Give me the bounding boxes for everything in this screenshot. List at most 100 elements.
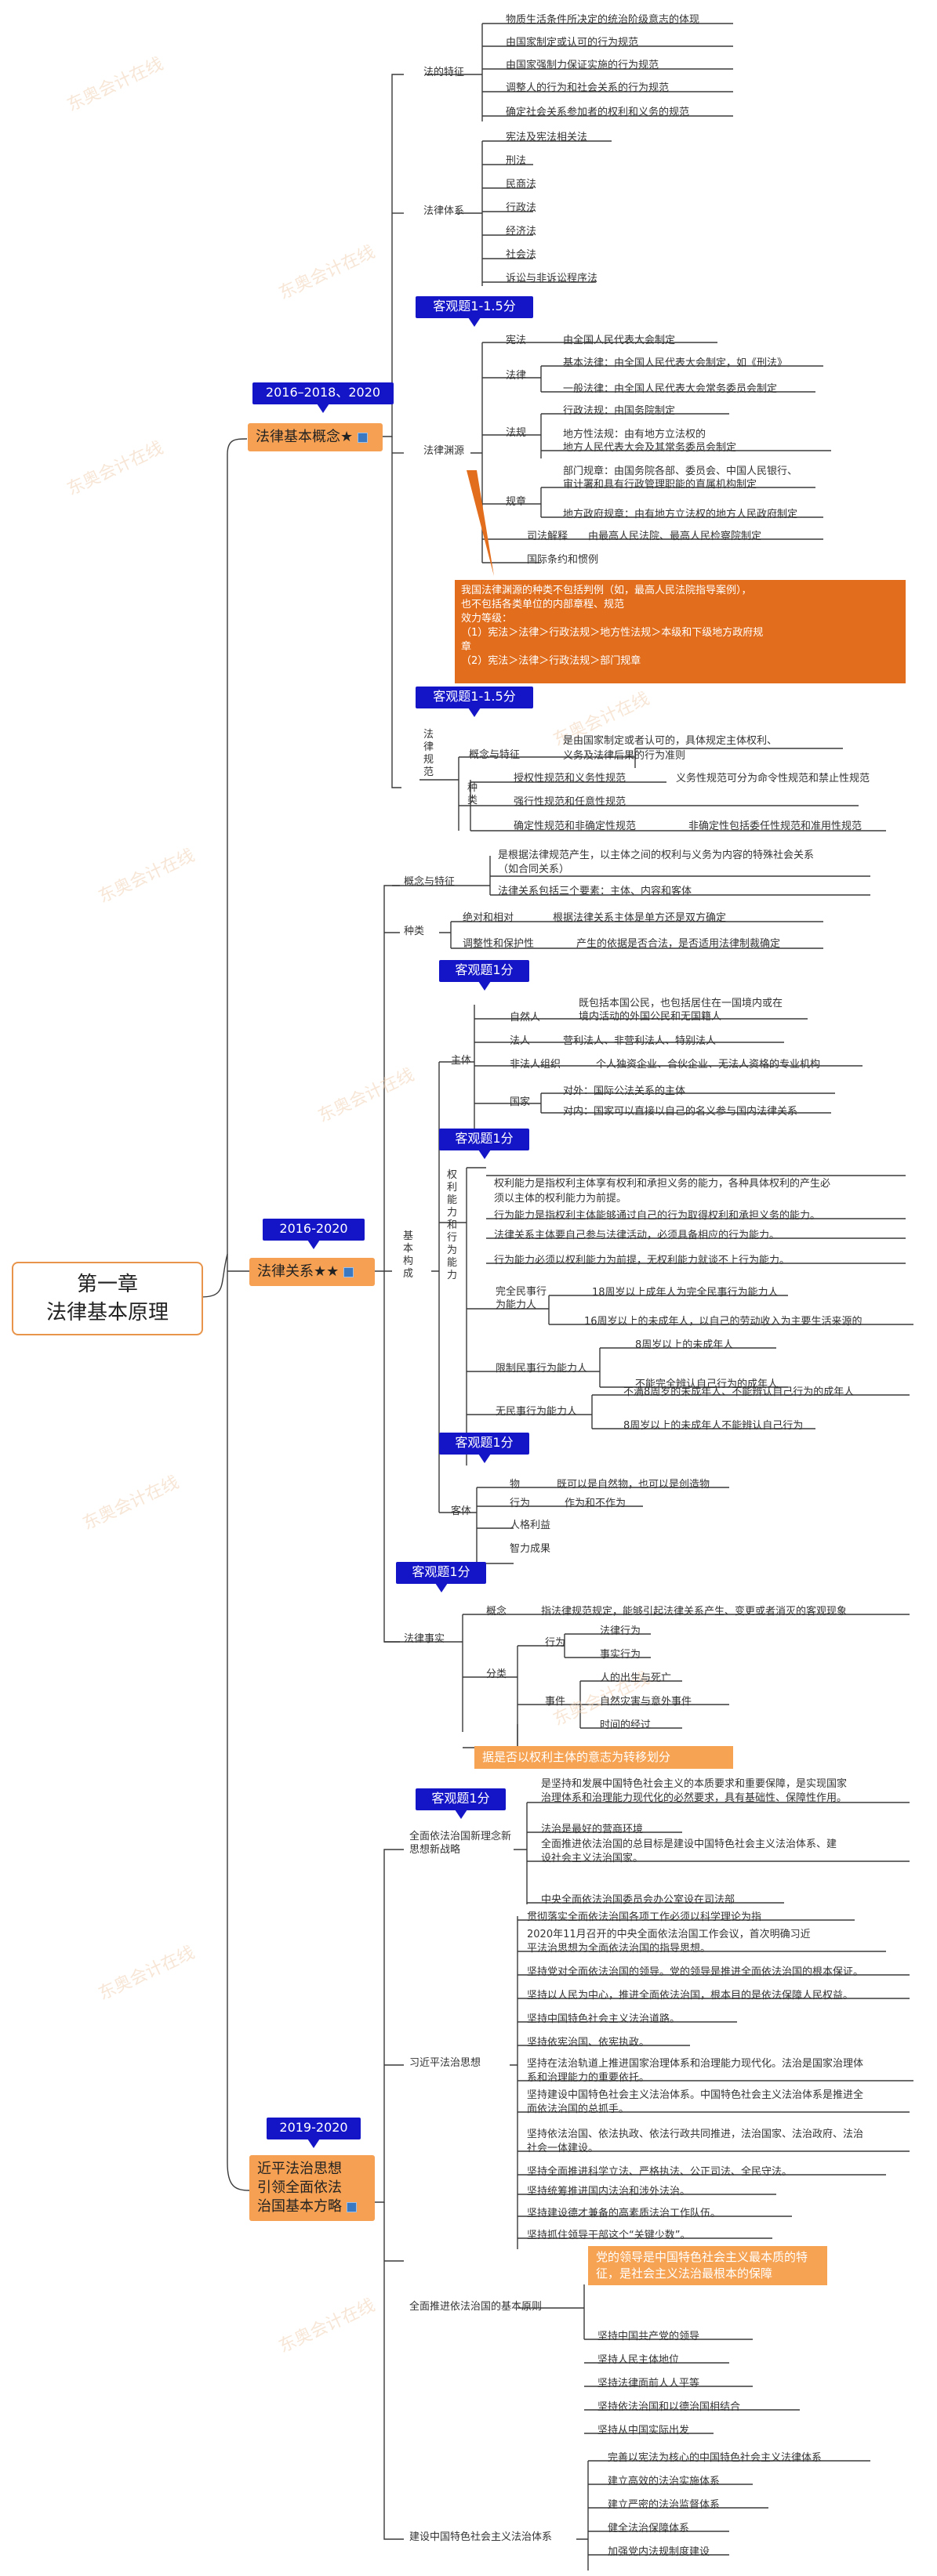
leaf: 调整人的行为和社会关系的行为规范 — [506, 82, 670, 94]
leaf: 限制民事行为能力人 — [496, 1363, 588, 1375]
score-tag: 客观题1分 — [396, 1562, 486, 1592]
leaf: 宪法 — [506, 335, 527, 346]
leaf: 部门规章：由国务院各部、委员会、中国人民银行、 — [563, 466, 798, 477]
note-line: 征，是社会主义法治最根本的保障 — [596, 2266, 773, 2281]
leaf: 是由国家制定或者认可的，具体规定主体权利、 — [563, 735, 778, 747]
leaf: 对外：国际公法关系的主体 — [563, 1085, 686, 1097]
leaf: 坚持统筹推进国内法治和涉外法治。 — [527, 2186, 691, 2197]
leaf: 境内活动的外国公民和无国籍人 — [579, 1011, 722, 1023]
leaf: 是坚持和发展中国特色社会主义的本质要求和重要保障，是实现国家 — [541, 1778, 848, 1790]
leaf: 全面推进依法治国的总目标是建设中国特色社会主义法治体系、建 — [541, 1839, 837, 1850]
branch-legal-relation[interactable]: 法律关系★★ — [249, 1258, 375, 1286]
node-legal-norm: 法律规范 — [423, 729, 434, 778]
score-tag: 客观题1分 — [439, 1129, 529, 1159]
leaf: 调整性和保护性 — [463, 938, 535, 950]
leaf: 概念与特征 — [469, 749, 521, 761]
node-capacity: 权利能力和行为能力 — [447, 1169, 458, 1281]
leaf: 既可以是自然物，也可以是创造物 — [557, 1479, 710, 1491]
leaf: 分类 — [486, 1668, 507, 1680]
leaf: 坚持人民主体地位 — [597, 2354, 680, 2366]
branch-label: 治国基本方略 — [257, 2198, 342, 2215]
leaf: 诉讼与非诉讼程序法 — [506, 273, 598, 284]
leaf: 物 — [510, 1479, 521, 1491]
score-tag: 客观题1分 — [439, 1433, 529, 1463]
note-line: 章 — [461, 641, 472, 653]
leaf: 物质生活条件所决定的统治阶级意志的体现 — [506, 14, 700, 26]
node-xi-thought: 习近平法治思想 — [409, 2057, 481, 2069]
leaf: 行政法 — [506, 202, 537, 214]
leaf: 事实行为 — [600, 1649, 641, 1661]
leaf: 由最高人民法院、最高人民检察院制定 — [588, 531, 762, 542]
leaf: 既包括本国公民，也包括居住在一国境内或在 — [579, 998, 783, 1009]
root-subtitle: 法律基本原理 — [45, 1301, 169, 1324]
branch-law-concept[interactable]: 法律基本概念★ — [248, 423, 383, 451]
node-subject: 主体 — [451, 1055, 472, 1067]
leaf: 设社会主义法治国家。 — [541, 1853, 644, 1864]
leaf: 事件 — [545, 1696, 566, 1708]
expand-icon[interactable] — [347, 2201, 357, 2212]
branch-rule-of-law[interactable]: 近平法治思想 引领全面依法 治国基本方略 — [249, 2155, 375, 2221]
score-tag: 客观题1分 — [439, 960, 529, 991]
node-basic-principle: 全面推进依法治国的基本原则 — [409, 2301, 543, 2313]
node-build-system: 建设中国特色社会主义法治体系 — [409, 2531, 553, 2543]
leaf: 自然灾害与意外事件 — [600, 1696, 692, 1708]
leaf: 坚持依宪治国、依宪执政。 — [527, 2037, 650, 2049]
root-title: 第一章 — [76, 1273, 138, 1296]
leaf: 完全民事行为能力人 — [496, 1286, 547, 1311]
leaf: 坚持党对全面依法治国的领导。党的领导是推进全面依法治国的根本保证。 — [527, 1966, 864, 1978]
leaf: 坚持依法治国和以德治国相结合 — [597, 2401, 741, 2413]
root-node[interactable]: 第一章 法律基本原理 — [12, 1262, 203, 1335]
score-tag: 客观题1分 — [416, 1788, 506, 1819]
score-tag: 客观题1-1.5分 — [416, 687, 533, 717]
node-kind: 种类 — [404, 926, 425, 937]
leaf: 建立高效的法治实施体系 — [608, 2476, 721, 2487]
node-legal-fact: 法律事实 — [404, 1633, 445, 1645]
leaf: 人的出生与死亡 — [600, 1672, 672, 1684]
leaf: 地方政府规章：由有地方立法权的地方人民政府制定 — [563, 509, 798, 520]
leaf: 坚持全面推进科学立法、严格执法、公正司法、全民守法。 — [527, 2166, 793, 2178]
leaf: 概念 — [486, 1606, 507, 1618]
leaf: 非法人组织 — [510, 1059, 561, 1071]
leaf: 智力成果 — [510, 1543, 551, 1555]
leaf: 面依法治国的总抓手。 — [527, 2103, 630, 2115]
leaf: 行政法规：由国务院制定 — [563, 405, 676, 417]
leaf: 由国家制定或认可的行为规范 — [506, 37, 639, 49]
leaf: 对内：国家可以直接以自己的名义参与国内法律关系 — [563, 1106, 798, 1118]
expand-icon[interactable] — [358, 432, 369, 443]
branch-label: 法律关系★★ — [257, 1263, 340, 1280]
branch-label: 法律基本概念★ — [256, 429, 354, 445]
leaf: 坚持从中国实际出发 — [597, 2425, 690, 2437]
leaf: 地方人民代表大会及其常务委员会制定 — [563, 442, 737, 454]
note-line: （2）宪法＞法律＞行政法规＞部门规章 — [461, 655, 641, 667]
leaf: 是根据法律规范产生，以主体之间的权利与义务为内容的特殊社会关系 — [498, 850, 815, 861]
leaf: （如合同关系） — [498, 864, 570, 875]
leaf: 基本法律：由全国人民代表大会制定，如《刑法》 — [563, 357, 788, 369]
node-object: 客体 — [451, 1505, 472, 1517]
leaf: 人格利益 — [510, 1520, 551, 1531]
leaf: 行为能力是指权利主体能够通过自己的行为取得权利和承担义务的能力。 — [494, 1210, 821, 1222]
leaf: 坚持中国共产党的领导 — [597, 2331, 700, 2342]
expand-icon[interactable] — [343, 1266, 354, 1277]
leaf: 确定社会关系参加者的权利和义务的规范 — [506, 107, 690, 118]
leaf: 个人独资企业、合伙企业、无法人资格的专业机构 — [596, 1059, 821, 1071]
leaf: 一般法律：由全国人民代表大会常务委员会制定 — [563, 383, 778, 395]
leaf: 宪法及宪法相关法 — [506, 132, 588, 143]
leaf: 确定性规范和非确定性规范 — [514, 821, 637, 832]
note-line: 党的领导是中国特色社会主义最本质的特 — [596, 2250, 808, 2264]
note-fact: 据是否以权利主体的意志为转移划分 — [474, 1746, 733, 1769]
year-tag: 2016–2018、2020 — [252, 382, 394, 413]
leaf: 坚持以人民为中心，推进全面依法治国，根本目的是依法保障人民权益。 — [527, 1990, 854, 2002]
leaf: 不能完全辨认自己行为的成年人 — [635, 1379, 779, 1390]
leaf: 法人 — [510, 1035, 531, 1047]
leaf: 行为 — [545, 1637, 566, 1649]
leaf: 系和治理能力的重要依托。 — [527, 2072, 650, 2084]
leaf: 16周岁以上的未成年人，以自己的劳动收入为主要生活来源的 — [584, 1316, 863, 1328]
leaf: 法律关系主体要自己参与法律活动，必须具备相应的行为能力。 — [494, 1230, 780, 1241]
leaf: 地方性法规：由有地方立法权的 — [563, 429, 706, 440]
note-party-leadership: 党的领导是中国特色社会主义最本质的特 征，是社会主义法治最根本的保障 — [588, 2246, 827, 2285]
leaf: 民商法 — [506, 179, 537, 190]
leaf: 义务性规范可分为命令性规范和禁止性规范 — [676, 773, 870, 784]
leaf: 完善以宪法为核心的中国特色社会主义法律体系 — [608, 2452, 823, 2464]
leaf: 审计署和具有行政管理职能的直属机构制定 — [563, 479, 757, 491]
